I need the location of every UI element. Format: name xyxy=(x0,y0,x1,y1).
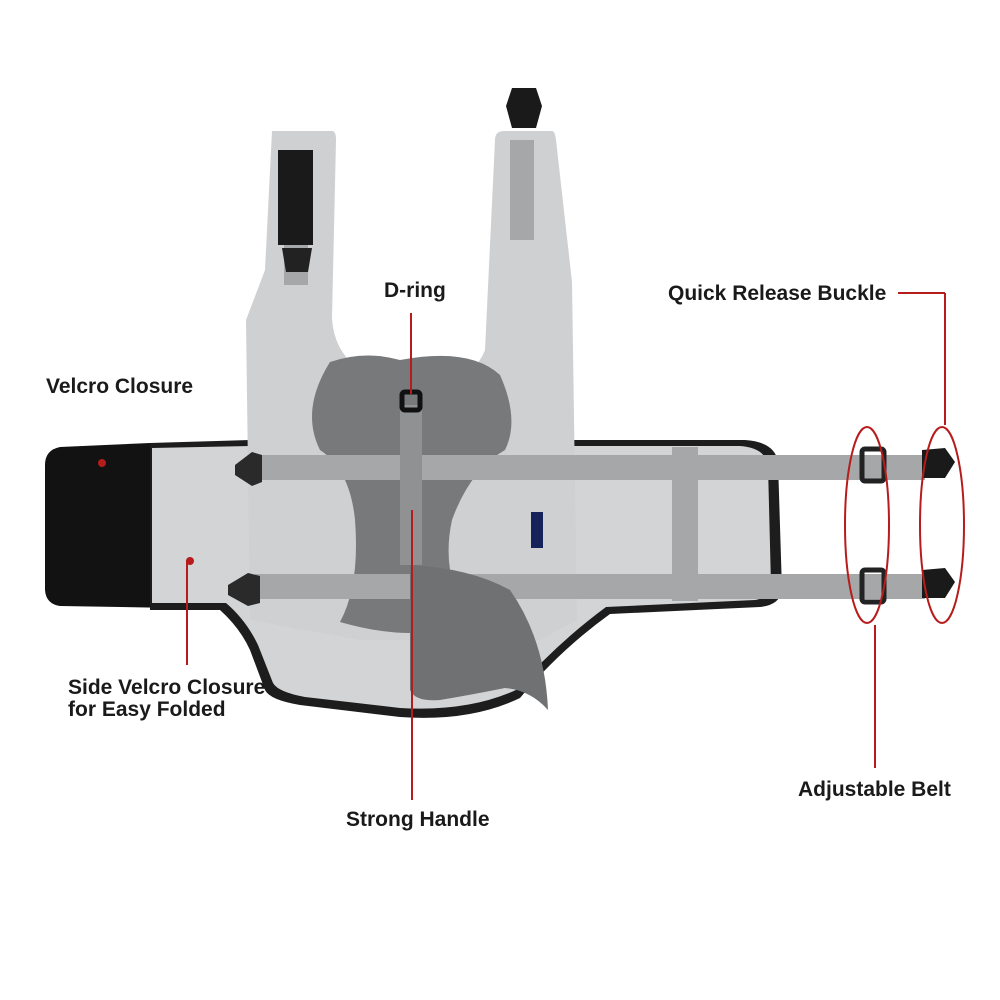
strong-handle-label: Strong Handle xyxy=(346,808,490,831)
d-ring-label: D-ring xyxy=(384,279,446,302)
vertical-strap xyxy=(672,447,698,601)
side-velcro-line1: Side Velcro Closure xyxy=(68,676,266,699)
lower-buckle xyxy=(922,568,955,598)
velcro-panel xyxy=(45,443,175,608)
shoulder-buckle-left xyxy=(282,248,312,272)
side-velcro-closure-label: Side Velcro Closure for Easy Folded xyxy=(68,677,265,721)
left-lower-clip xyxy=(228,573,260,606)
side-velcro-line2: for Easy Folded xyxy=(68,698,226,721)
quick-release-buckle-label: Quick Release Buckle xyxy=(668,282,887,305)
upper-belt-strap xyxy=(255,455,925,480)
shoulder-velcro xyxy=(278,150,313,245)
handle-strap xyxy=(400,405,422,565)
shoulder-buckle-right xyxy=(506,88,542,128)
back-panel xyxy=(246,131,577,640)
lower-belt-strap xyxy=(255,574,925,599)
shoulder-strap-right xyxy=(510,140,534,240)
adjustable-belt-label: Adjustable Belt xyxy=(798,778,951,801)
brand-tag xyxy=(531,512,543,548)
callout-lines xyxy=(186,292,965,800)
velcro-closure-label: Velcro Closure xyxy=(46,375,194,398)
velcro-marker xyxy=(98,459,106,467)
side-velcro-marker xyxy=(186,557,194,565)
upper-buckle xyxy=(922,448,955,478)
left-upper-clip xyxy=(235,452,262,486)
shark-fin xyxy=(410,565,548,710)
